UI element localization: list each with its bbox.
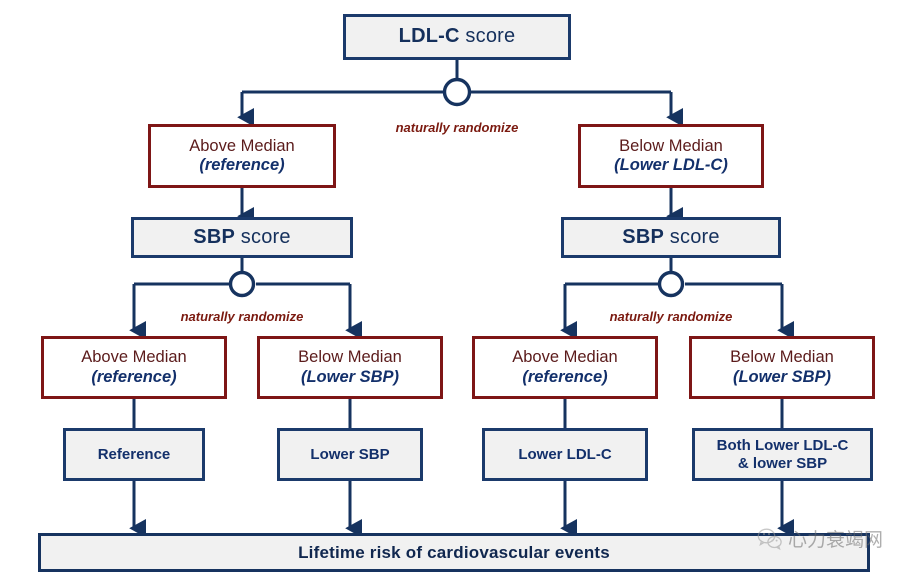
sbp-score-box-right: SBP score [561,217,781,258]
outcome-both-lower-label: Both Lower LDL-C & lower SBP [717,437,849,472]
randomize-label-root: naturally randomize [395,120,519,135]
sbp-branch-above-median-left: Above Median (reference) [41,336,227,399]
outcome-lower-sbp-label: Lower SBP [310,445,390,463]
lifetime-risk-bar: Lifetime risk of cardiovascular events [38,533,870,572]
ldlc-branch-below-median-line1: Below Median [619,136,723,155]
sbp-branch-below-median-right: Below Median (Lower SBP) [689,336,875,399]
randomize-node-sbp-left [228,270,256,298]
sbp-branch-3-line2: (reference) [522,367,608,386]
outcome-box-both-lower: Both Lower LDL-C & lower SBP [692,428,873,481]
sbp-branch-2-line1: Below Median [298,348,402,367]
sbp-branch-3-line1: Above Median [512,348,618,367]
sbp-branch-4-line2: (Lower SBP) [732,367,832,386]
ldlc-branch-above-median-line2: (reference) [199,156,285,174]
outcome-both-lower-line2: & lower SBP [737,454,828,472]
ldlc-branch-below-median: Below Median (Lower LDL-C) [578,124,764,188]
ldlc-score-box: LDL-C score [343,14,571,60]
randomize-label-sbp-left: naturally randomize [180,309,304,324]
ldlc-branch-above-median-line1: Above Median [189,136,295,155]
ldlc-branch-above-median: Above Median (reference) [148,124,336,188]
outcome-lower-ldlc-label: Lower LDL-C [518,445,612,463]
outcome-reference-label: Reference [97,445,171,463]
sbp-branch-below-median-left: Below Median (Lower SBP) [257,336,443,399]
ldlc-branch-below-median-line2: (Lower LDL-C) [614,156,728,174]
ldlc-score-label: LDL-C score [398,25,516,48]
outcome-both-lower-line1: Both Lower LDL-C [716,436,849,454]
lifetime-risk-label: Lifetime risk of cardiovascular events [298,542,610,562]
randomize-label-sbp-right: naturally randomize [609,309,733,324]
sbp-branch-2-line2: (Lower SBP) [300,367,400,386]
sbp-score-right-label: SBP score [622,225,720,248]
outcome-box-lower-sbp: Lower SBP [277,428,423,481]
outcome-box-reference: Reference [63,428,205,481]
sbp-branch-above-median-right: Above Median (reference) [472,336,658,399]
sbp-score-left-label: SBP score [193,225,291,248]
randomize-node-sbp-right [657,270,685,298]
outcome-box-lower-ldlc: Lower LDL-C [482,428,648,481]
sbp-score-box-left: SBP score [131,217,353,258]
sbp-branch-1-line1: Above Median [81,348,187,367]
sbp-branch-4-line1: Below Median [730,348,834,367]
randomize-node-root [442,77,472,107]
sbp-branch-1-line2: (reference) [91,367,177,386]
